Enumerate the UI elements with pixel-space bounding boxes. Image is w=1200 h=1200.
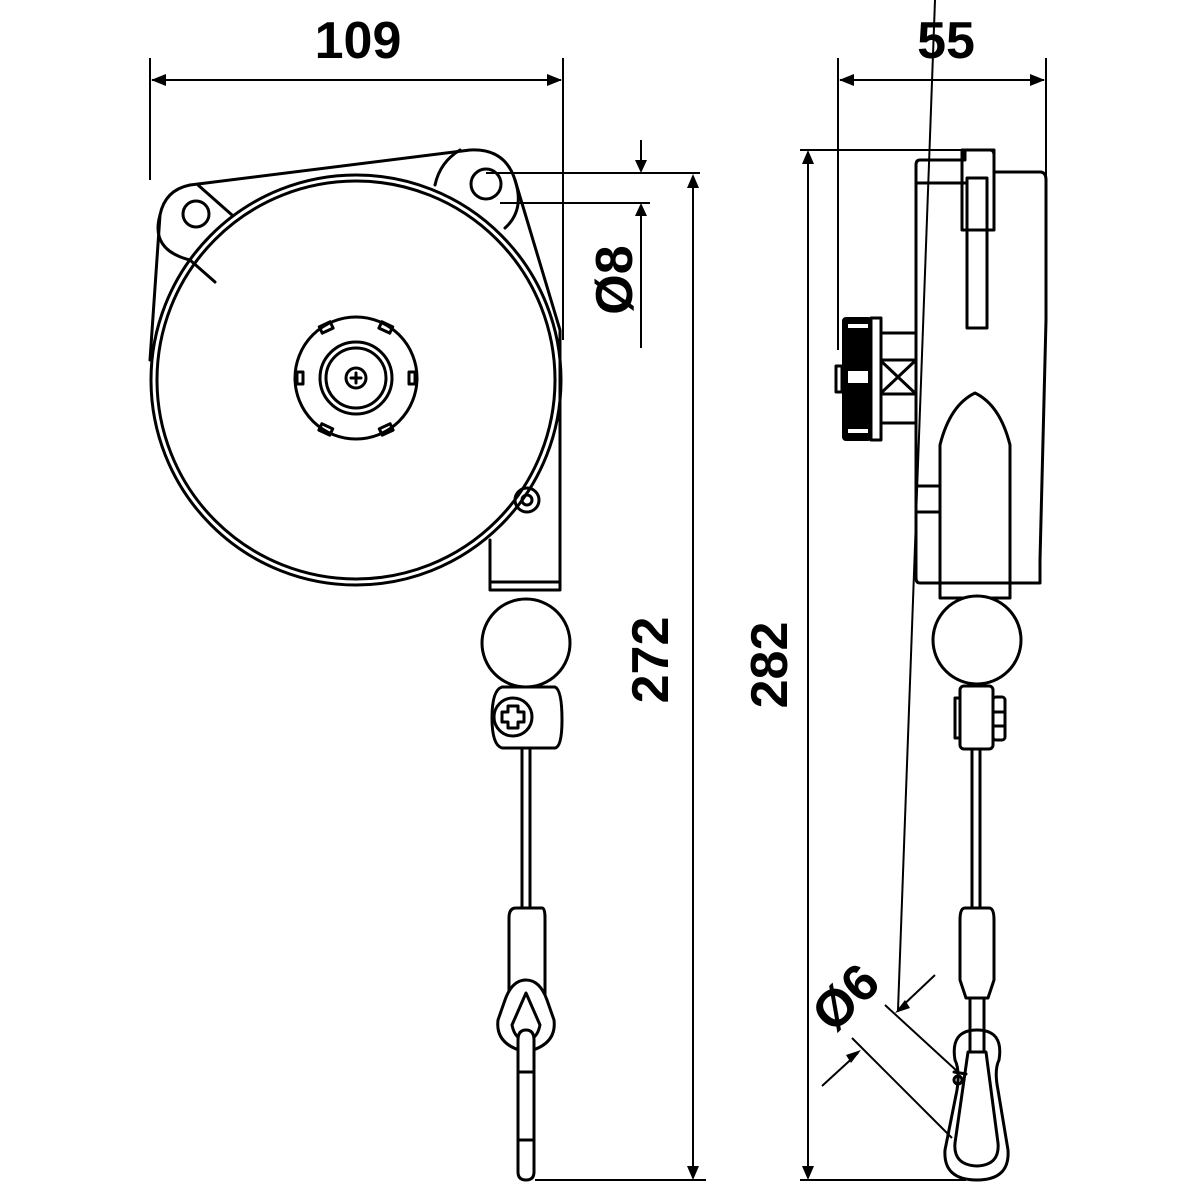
dimension-55: 55 — [837, 12, 1047, 350]
dim-label-55: 55 — [917, 12, 975, 70]
snap-hook — [943, 1028, 1010, 1182]
dim-label-282: 282 — [741, 622, 799, 709]
drum-outer — [149, 173, 563, 587]
dim-label-diameter-6: Ø6 — [801, 953, 891, 1043]
tension-knob — [834, 316, 918, 442]
mount-hole-left — [181, 199, 211, 229]
side-cable-clamp — [953, 684, 1007, 751]
dimension-109: 109 — [149, 12, 564, 340]
phillips-cross-icon — [349, 371, 363, 385]
cable-stopper-ball — [480, 597, 572, 689]
phillips-screw-icon — [500, 704, 526, 730]
side-housing — [914, 148, 1048, 585]
dimension-282: 282 — [741, 149, 966, 1181]
bracket-slot — [965, 176, 989, 330]
side-ferrule — [958, 906, 996, 1000]
hub-screw — [344, 366, 368, 390]
mounting-plate — [148, 148, 562, 562]
dim-label-109: 109 — [315, 12, 402, 70]
eye-hook — [496, 978, 556, 1182]
rivet-ring — [513, 486, 541, 514]
suspension-bracket — [960, 148, 996, 232]
dimension-hook-opening: Ø6 — [801, 0, 959, 1139]
cable-clamp — [490, 685, 564, 750]
side-cable — [970, 747, 982, 910]
cable-guide-body — [488, 486, 562, 592]
cable-guide-nose — [938, 391, 1012, 600]
drum-inner — [155, 179, 557, 581]
side-stopper-ball — [931, 594, 1023, 686]
dim-label-diameter-8: Ø8 — [586, 245, 644, 314]
dimension-272: 272 — [535, 174, 706, 1181]
center-hub — [293, 315, 419, 441]
dimension-mount-hole: Ø8 — [486, 140, 700, 348]
cable — [520, 746, 532, 910]
dim-label-272: 272 — [622, 617, 680, 704]
rivet — [520, 493, 534, 507]
front-view — [148, 148, 572, 1182]
side-view — [834, 148, 1048, 1182]
mount-hole-right — [469, 167, 503, 201]
